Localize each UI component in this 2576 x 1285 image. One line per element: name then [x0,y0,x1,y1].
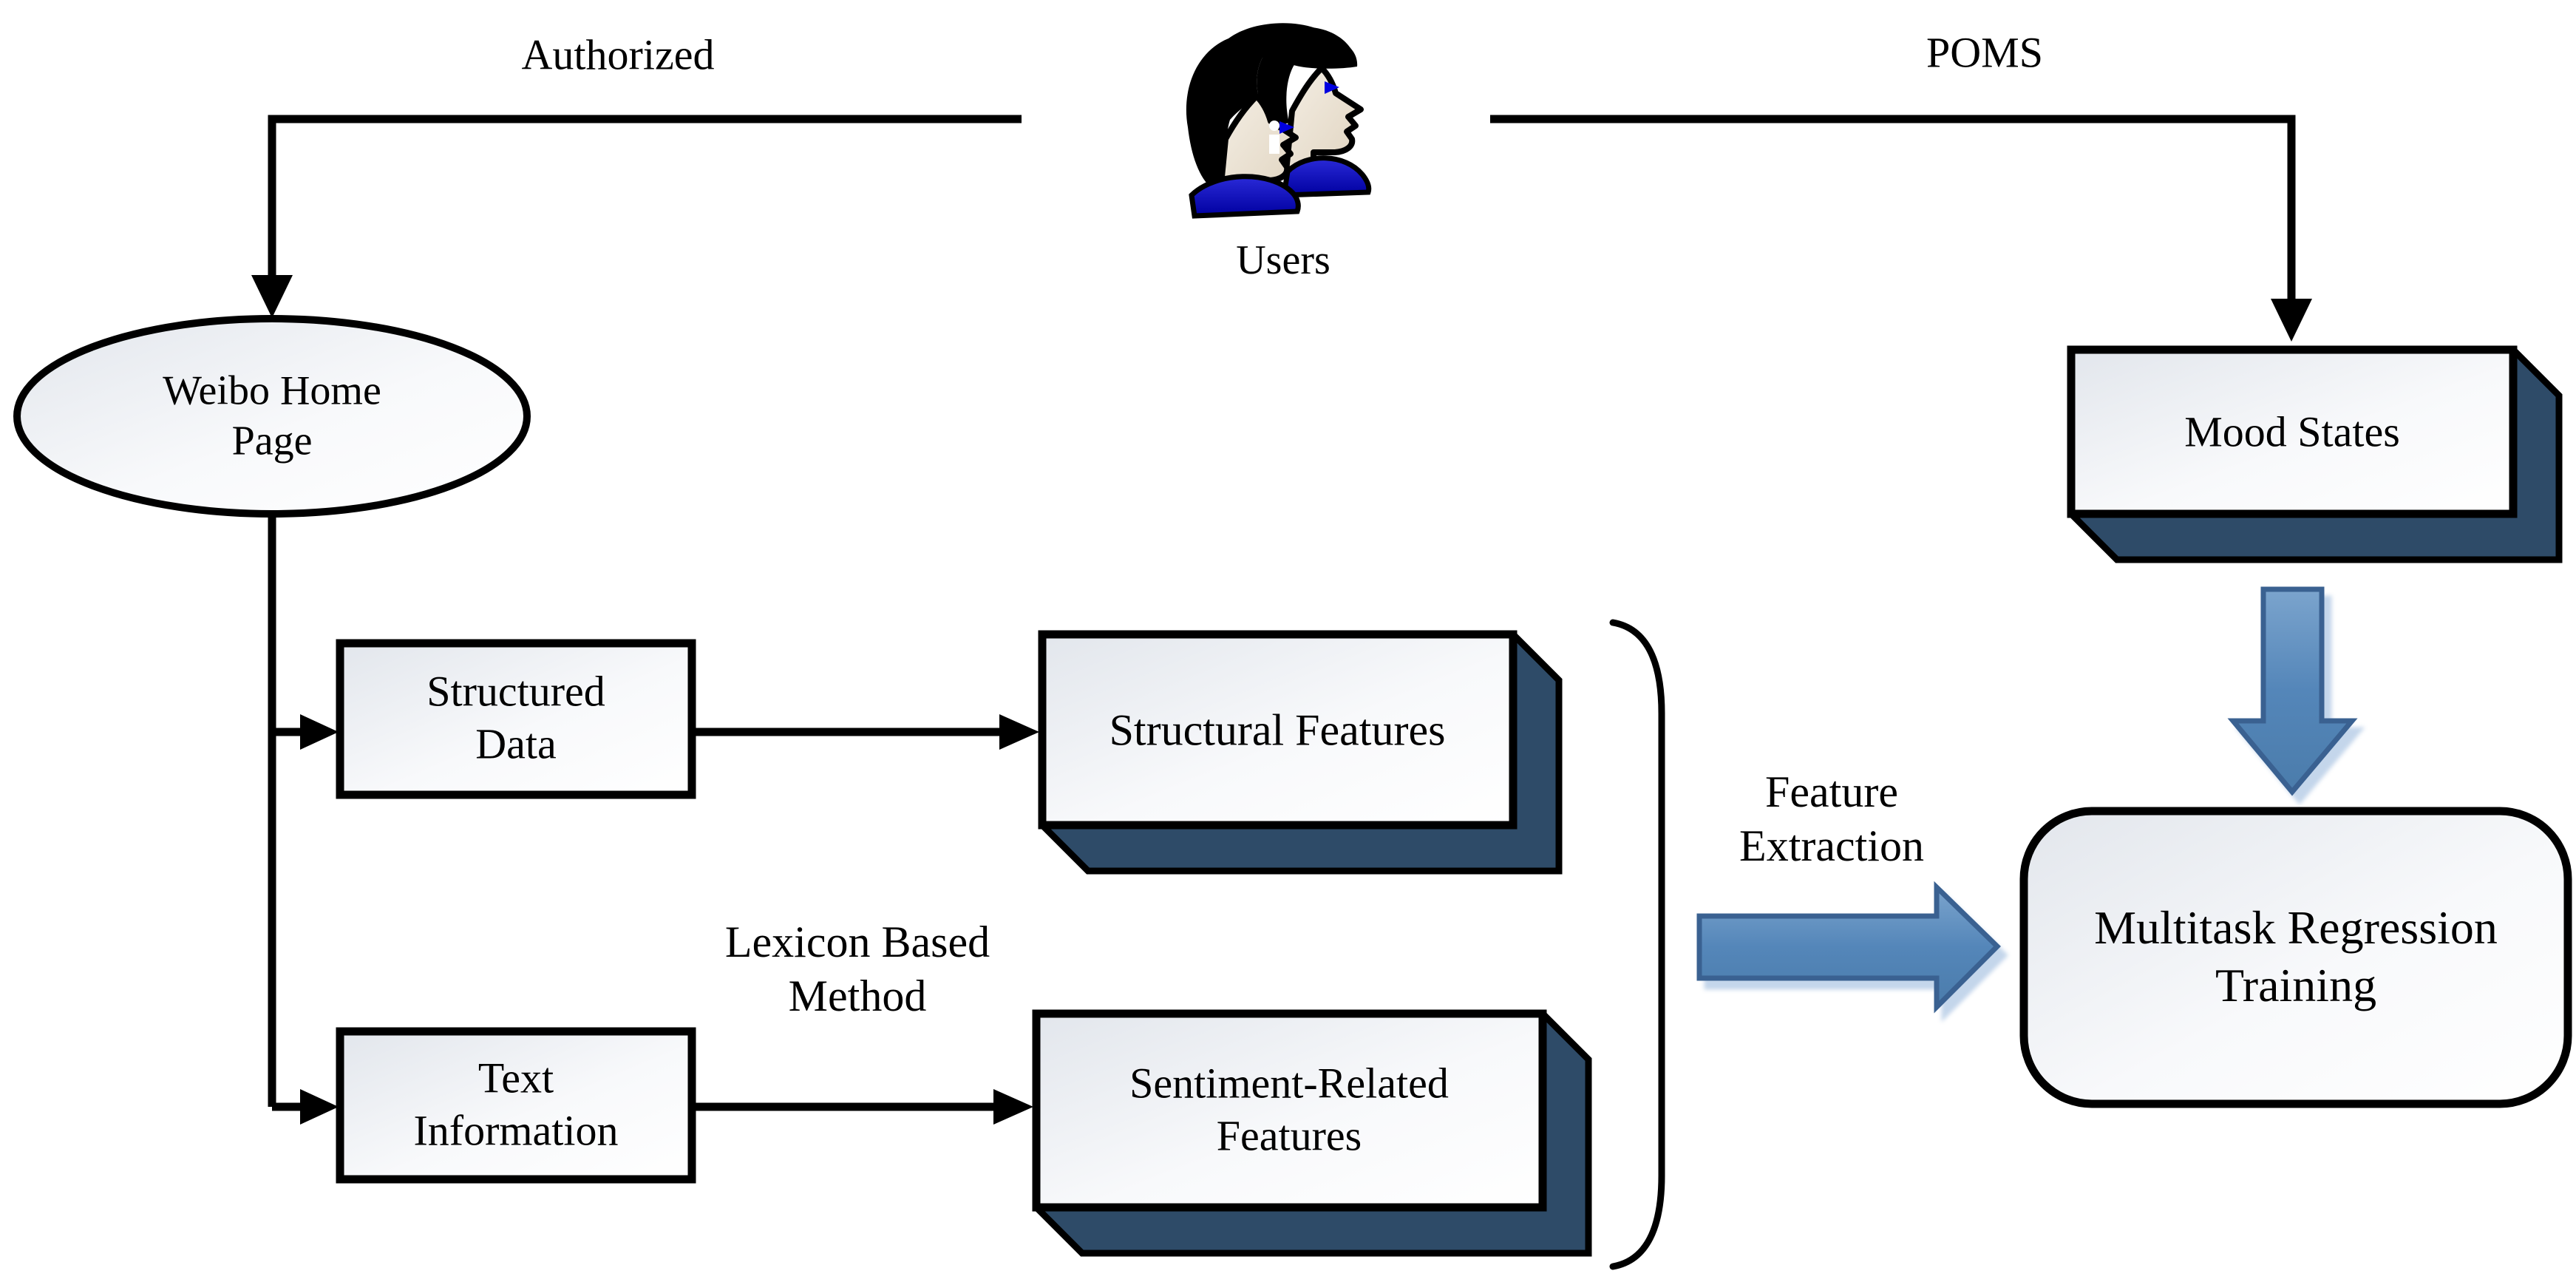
structured-data-line1: Structured [426,667,605,716]
arrowhead-into-structural-features [999,714,1039,750]
mood-to-training-block-arrow [2227,586,2358,796]
structured-data-label: Structured Data [426,665,605,770]
shared-hair-crown [1257,30,1358,95]
arrowhead-into-weibo [251,275,293,318]
structured-data-line2: Data [475,719,557,767]
feature-extraction-line1: Feature [1765,767,1898,816]
male-shoulder [1280,155,1372,198]
arrowhead-into-sentiment-features [993,1089,1033,1125]
users-icon [1186,23,1372,219]
mood-states-label: Mood States [2184,407,2400,459]
lexicon-label-line1: Lexicon Based [724,917,990,966]
sentiment-label-line2: Features [1216,1111,1362,1159]
feature-group-brace [1609,619,1665,1270]
sentiment-features-box [1032,1009,1547,1212]
mood-states-box [2067,345,2518,518]
authorized-connector-line [268,115,1022,275]
text-information-label: Text Information [413,1052,618,1157]
authorized-label: Authorized [522,30,715,82]
feature-extraction-label: Feature Extraction [1739,765,1924,873]
poms-label: POMS [1926,27,2043,80]
sentiment-features-label: Sentiment-Related Features [1129,1057,1449,1162]
sentiment-label-line1: Sentiment-Related [1129,1059,1449,1108]
users-label: Users [1236,235,1331,285]
authorized-label-text: Authorized [521,30,715,79]
multitask-label-line2: Training [2215,959,2377,1011]
structural-features-text: Structural Features [1109,705,1446,755]
lexicon-label-line2: Method [788,972,927,1020]
multitask-training-label: Multitask Regression Training [2094,899,2498,1014]
female-shoulder [1189,174,1301,219]
feature-extraction-block-arrow [1696,881,2001,1014]
lexicon-based-method-label: Lexicon Based Method [725,915,990,1023]
arrowhead-into-text-information [300,1089,339,1125]
weibo-label-line1: Weibo Home [163,367,381,414]
female-ear-mark [1269,135,1279,154]
structural-features-label: Structural Features [1109,703,1446,757]
female-hair [1186,23,1326,192]
weibo-label-line2: Page [231,418,313,464]
female-eye-icon [1279,121,1294,134]
text-information-line1: Text [478,1054,554,1102]
poms-connector-line [1490,115,2296,299]
arrowhead-into-mood-states [2271,299,2312,342]
users-label-text: Users [1236,237,1331,283]
mood-states-label-text: Mood States [2184,407,2400,456]
female-ear-dot [1269,121,1279,131]
poms-label-text: POMS [1926,28,2043,77]
multitask-label-line1: Multitask Regression [2094,901,2498,954]
multitask-training-box [2019,807,2572,1108]
structured-data-box [336,639,696,799]
male-eye-icon [1325,81,1339,94]
structural-features-box [1038,630,1518,830]
female-face [1217,93,1299,203]
arrowhead-into-structured-data [300,714,339,750]
text-information-line2: Information [413,1106,619,1154]
feature-extraction-line2: Extraction [1739,821,1924,870]
weibo-home-page-label: Weibo Home Page [163,366,381,467]
